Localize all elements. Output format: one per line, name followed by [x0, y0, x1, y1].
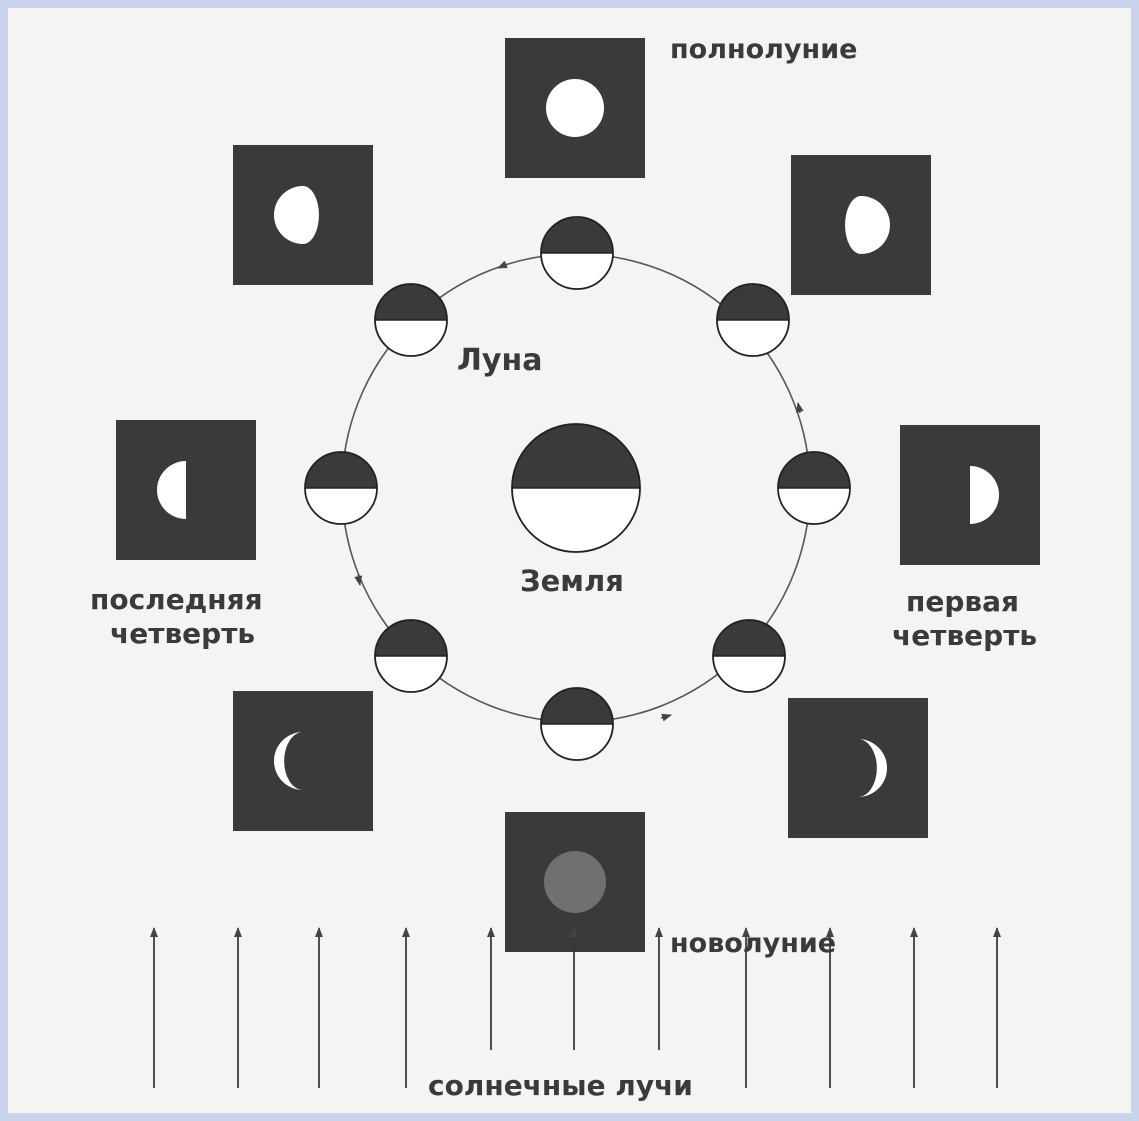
dark-half: [305, 452, 377, 488]
earth-disc: [511, 423, 641, 553]
moon-crescent-right-shape: [858, 739, 887, 797]
disc-outline: [712, 619, 786, 693]
moon-full-disc: [546, 79, 604, 137]
dark-half: [778, 452, 850, 488]
dark-half: [541, 217, 613, 253]
earth-label: Земля: [520, 564, 624, 598]
phase-panel: [791, 155, 931, 295]
lit-half: [778, 488, 850, 524]
orbit-direction-arrow: [497, 260, 508, 269]
orbit-direction-arrow: [795, 402, 804, 414]
orbit-moon: [374, 619, 448, 693]
sun-rays-group: [150, 927, 1001, 1088]
last-quarter-label-line2: четверть: [110, 617, 256, 650]
disc-outline: [511, 423, 641, 553]
moon-label: Луна: [457, 343, 543, 378]
full-moon-label: полнолуние: [670, 34, 858, 65]
dark-half: [512, 424, 640, 488]
orbit-moons-group: [304, 216, 851, 761]
first-quarter-label-line2: четверть: [892, 619, 1038, 652]
orbit-moon: [777, 451, 851, 525]
disc-outline: [777, 451, 851, 525]
lit-half: [375, 320, 447, 356]
phase-panel: [788, 698, 928, 838]
first-quarter-label-line1: первая: [906, 585, 1019, 618]
panel-background: [788, 698, 928, 838]
dark-half: [375, 284, 447, 320]
orbit-moon: [716, 283, 790, 357]
disc-outline: [304, 451, 378, 525]
moon-gibbous-left-shape: [274, 186, 319, 244]
dark-half: [717, 284, 789, 320]
earth-group: [511, 423, 641, 553]
phase-panel: [116, 420, 256, 560]
phase-panel: [233, 691, 373, 831]
orbit-direction-arrow: [354, 574, 363, 586]
orbit-moon: [304, 451, 378, 525]
moon-phases-diagram: [116, 38, 1040, 1088]
orbit-moon: [540, 687, 614, 761]
moon-half-right-shape: [970, 466, 999, 524]
disc-outline: [374, 619, 448, 693]
lit-half: [541, 724, 613, 760]
phase-panel: [505, 812, 645, 952]
phase-panel: [900, 425, 1040, 565]
disc-outline: [716, 283, 790, 357]
moon-gibbous-right-shape: [845, 196, 890, 254]
dark-half: [713, 620, 785, 656]
sun-rays-label: солнечные лучи: [428, 1069, 693, 1102]
orbit-moon: [540, 216, 614, 290]
disc-outline: [374, 283, 448, 357]
orbit-direction-arrow: [660, 713, 672, 722]
phase-panel: [505, 38, 645, 178]
last-quarter-label-line1: последняя: [90, 583, 263, 616]
lit-half: [541, 253, 613, 289]
lit-half: [375, 656, 447, 692]
diagram-frame: полнолуние Луна Земля последняя четверть…: [8, 8, 1131, 1113]
moon-crescent-left-shape: [274, 732, 303, 790]
moon-new-disc: [544, 851, 606, 913]
orbit-moon: [712, 619, 786, 693]
moon-half-left-shape: [157, 461, 186, 519]
orbit-moon: [374, 283, 448, 357]
dark-half: [375, 620, 447, 656]
lit-half: [512, 488, 640, 552]
panel-background: [233, 691, 373, 831]
disc-outline: [540, 687, 614, 761]
dark-half: [541, 688, 613, 724]
disc-outline: [540, 216, 614, 290]
lit-half: [717, 320, 789, 356]
new-moon-label: новолуние: [670, 928, 837, 959]
phase-panel: [233, 145, 373, 285]
lit-half: [713, 656, 785, 692]
lit-half: [305, 488, 377, 524]
